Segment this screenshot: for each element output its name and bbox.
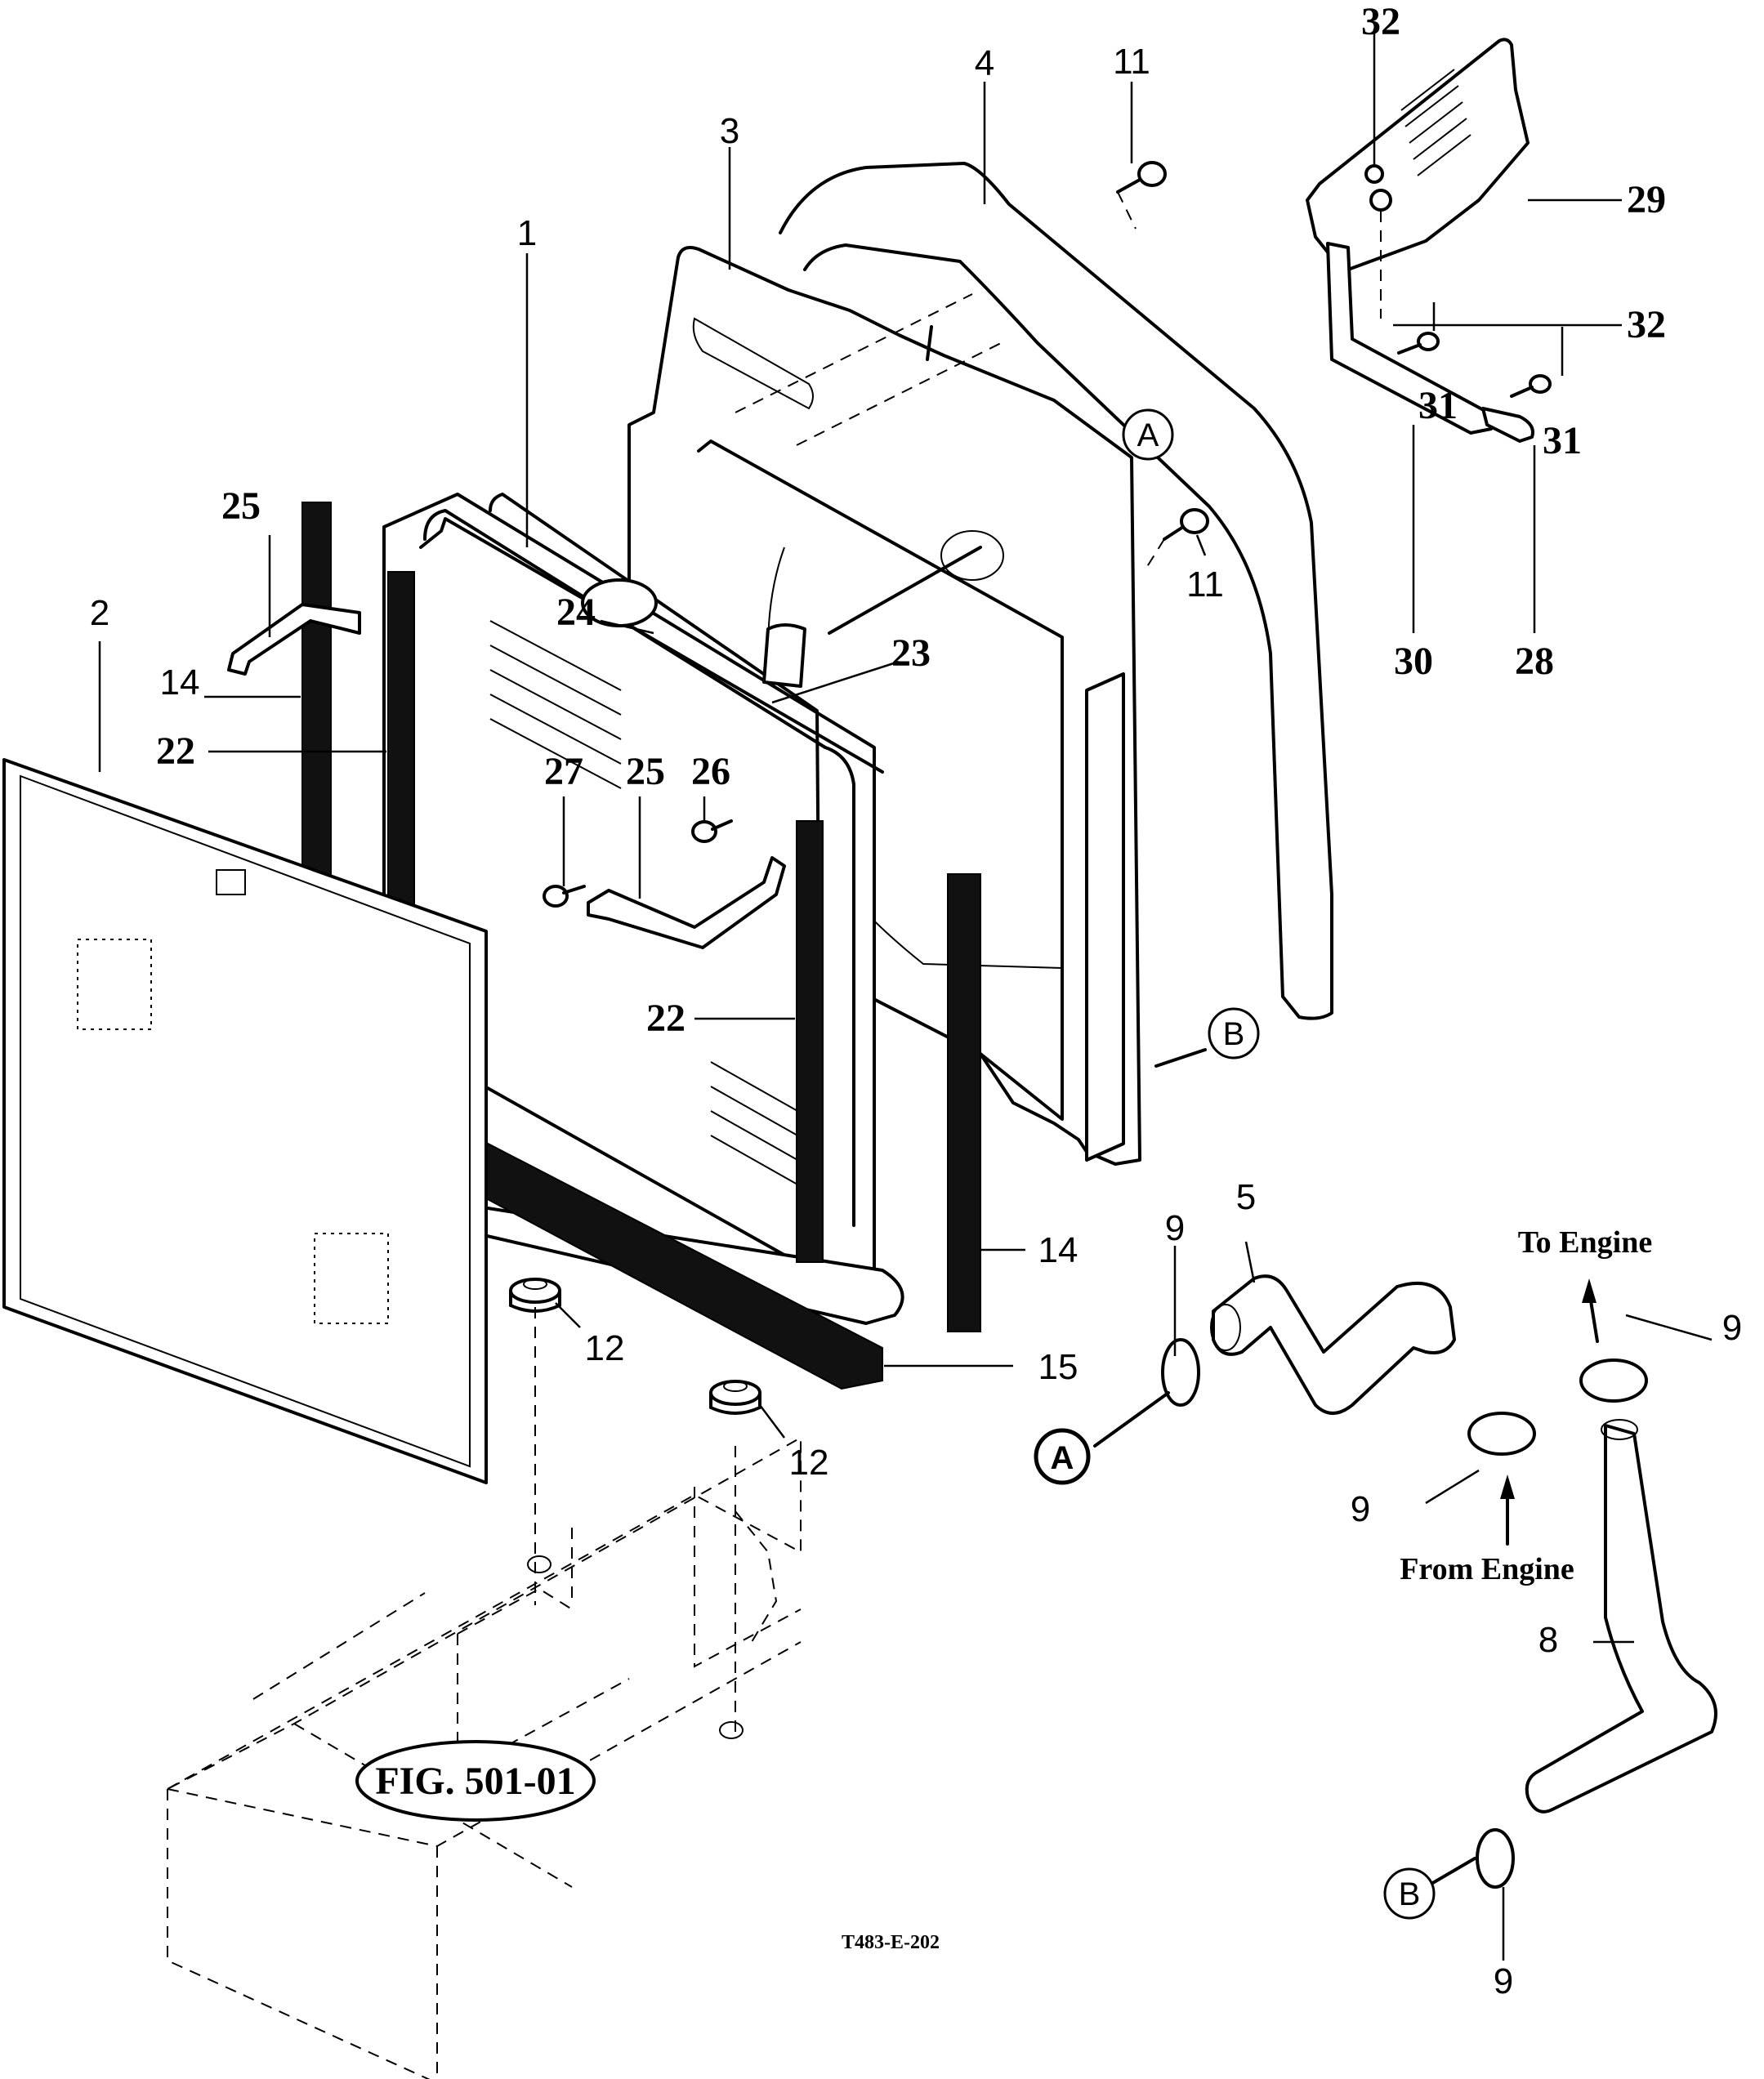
core-fins bbox=[489, 620, 806, 1189]
shroud-side-panel bbox=[1085, 672, 1125, 1162]
callout-22-center: 22 bbox=[646, 997, 686, 1040]
callout-26: 26 bbox=[691, 750, 730, 793]
callout-24: 24 bbox=[556, 591, 596, 634]
callout-15: 15 bbox=[1038, 1347, 1078, 1387]
figure-title-badge: FIG. 501-01 bbox=[355, 1740, 596, 1822]
bolt-11-mid bbox=[1163, 508, 1209, 541]
callout-28: 28 bbox=[1515, 640, 1554, 683]
figure-title: FIG. 501-01 bbox=[375, 1760, 575, 1803]
clamp-9-b bbox=[1476, 1828, 1515, 1889]
front-screen bbox=[2, 758, 488, 1484]
marker-b-arrow-icon bbox=[1424, 1857, 1476, 1889]
callout-31-left: 31 bbox=[1418, 384, 1458, 427]
callout-11-top: 11 bbox=[1113, 42, 1150, 82]
callout-5: 5 bbox=[1236, 1177, 1256, 1217]
reference-code: T483-E-202 bbox=[842, 1932, 940, 1953]
callout-8: 8 bbox=[1538, 1620, 1558, 1660]
bracket-25-left bbox=[227, 603, 361, 676]
callout-9-b: 9 bbox=[1494, 1961, 1513, 2001]
bolt-11-top bbox=[1116, 161, 1167, 194]
marker-a-shroud: A bbox=[1122, 408, 1174, 461]
callout-14-right: 14 bbox=[1038, 1230, 1078, 1270]
callout-30: 30 bbox=[1394, 640, 1433, 683]
upper-outlet bbox=[762, 623, 806, 688]
callout-9-a: 9 bbox=[1165, 1208, 1185, 1248]
clamp-28 bbox=[1481, 407, 1534, 443]
svg-text:B: B bbox=[1223, 1016, 1245, 1052]
callout-22-left: 22 bbox=[156, 729, 195, 773]
marker-a-arrow-icon bbox=[1093, 1391, 1170, 1448]
callout-23: 23 bbox=[891, 631, 931, 675]
fan-axis-arrow bbox=[828, 546, 982, 635]
clamp-9-a bbox=[1161, 1338, 1200, 1407]
to-engine-note: To Engine bbox=[1518, 1225, 1652, 1260]
callout-25-center: 25 bbox=[626, 750, 665, 793]
nut-32-top bbox=[1364, 164, 1384, 184]
svg-text:A: A bbox=[1137, 417, 1159, 453]
marker-b-shroud: B bbox=[1208, 1007, 1260, 1060]
seal-strip-22-right bbox=[796, 820, 824, 1263]
callout-4: 4 bbox=[975, 43, 994, 83]
callout-1: 1 bbox=[517, 213, 537, 253]
guard-tube bbox=[779, 162, 1333, 1020]
bracket-25-center bbox=[587, 856, 786, 949]
callout-3: 3 bbox=[720, 111, 739, 151]
cover-plate-29 bbox=[1306, 38, 1530, 271]
clamp-9-to bbox=[1579, 1358, 1648, 1403]
marker-b-hose: B bbox=[1383, 1867, 1436, 1920]
callout-14-left: 14 bbox=[160, 663, 200, 703]
marker-b-shroud-arrow-icon bbox=[1154, 1048, 1207, 1068]
callout-25-left: 25 bbox=[221, 484, 261, 528]
svg-text:A: A bbox=[1051, 1440, 1074, 1476]
bracket-30 bbox=[1326, 242, 1493, 435]
bolt-27 bbox=[543, 885, 586, 908]
to-engine-arrow-icon bbox=[1582, 1278, 1599, 1343]
upper-hose-5 bbox=[1212, 1274, 1456, 1415]
from-engine-arrow-icon bbox=[1500, 1474, 1515, 1546]
fan-hub bbox=[940, 530, 1004, 581]
callout-9-to: 9 bbox=[1722, 1308, 1742, 1348]
mount-pad-right bbox=[709, 1380, 761, 1415]
callout-29: 29 bbox=[1627, 178, 1666, 221]
callout-32-mid: 32 bbox=[1627, 303, 1666, 346]
seal-strip-14-left bbox=[301, 502, 332, 936]
upper-hose-end bbox=[1210, 1304, 1241, 1351]
mount-pad-left bbox=[509, 1278, 561, 1313]
leader-lines bbox=[98, 29, 1713, 1961]
bolt-31-right bbox=[1510, 374, 1552, 398]
callout-32-top: 32 bbox=[1361, 0, 1400, 43]
nut-32-mid bbox=[1369, 189, 1392, 212]
lower-hose-8 bbox=[1525, 1424, 1717, 1814]
callout-12-right: 12 bbox=[789, 1443, 829, 1483]
lower-hose-end bbox=[1601, 1419, 1638, 1440]
clamp-9-from bbox=[1467, 1412, 1536, 1456]
callout-9-from: 9 bbox=[1351, 1489, 1370, 1529]
callout-11-mid: 11 bbox=[1186, 564, 1224, 605]
marker-a-hose: A bbox=[1034, 1428, 1091, 1485]
svg-text:B: B bbox=[1399, 1876, 1421, 1912]
callout-27: 27 bbox=[544, 750, 583, 793]
seal-strip-14-right bbox=[947, 873, 981, 1332]
callout-12-left: 12 bbox=[585, 1328, 625, 1368]
bolt-31-left bbox=[1397, 332, 1440, 355]
from-engine-note: From Engine bbox=[1400, 1552, 1574, 1586]
callout-2: 2 bbox=[90, 593, 109, 633]
callout-31-right: 31 bbox=[1543, 419, 1582, 462]
